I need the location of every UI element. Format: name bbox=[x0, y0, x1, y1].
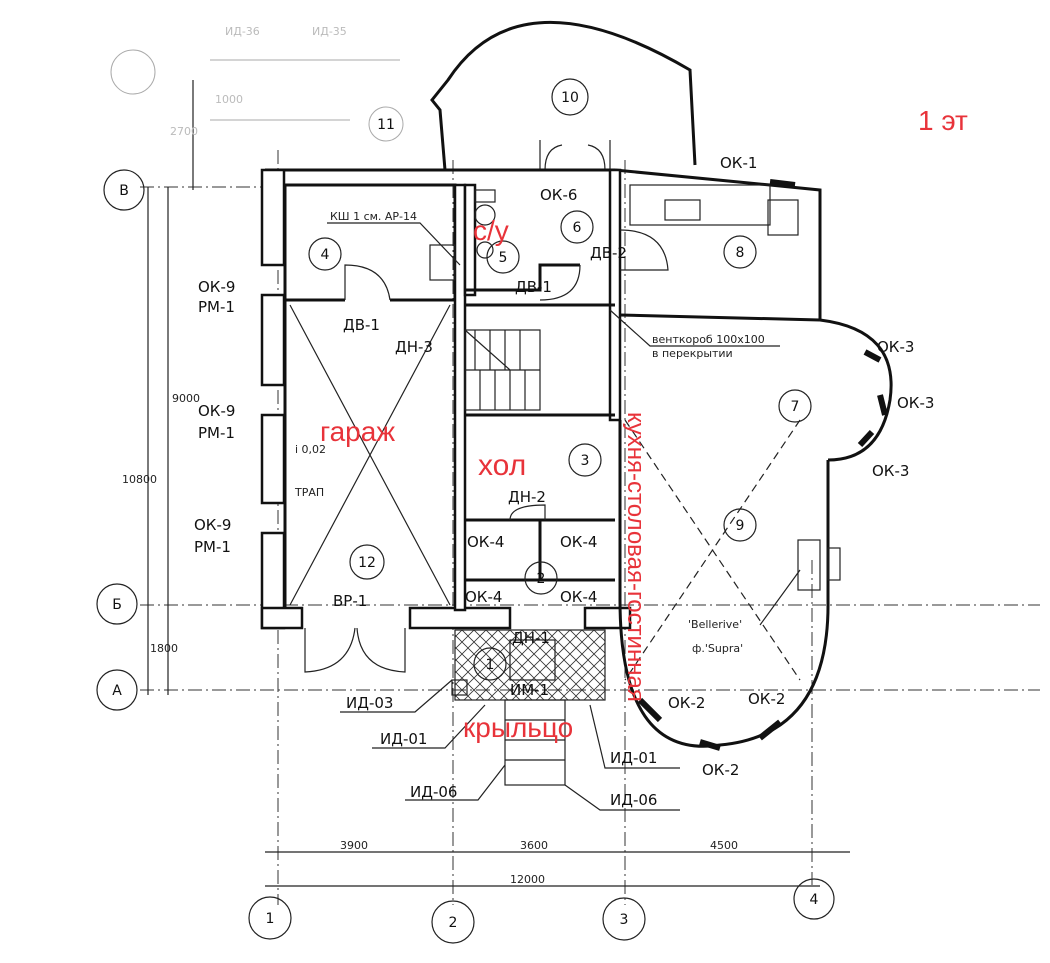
dim-4500: 4500 bbox=[710, 839, 738, 852]
room-3: 3 bbox=[581, 453, 590, 469]
axis-v: В bbox=[119, 183, 129, 199]
top-id-b: ИД-35 bbox=[312, 25, 347, 38]
axis-1: 1 bbox=[266, 911, 275, 927]
dim-9000: 9000 bbox=[172, 392, 200, 405]
dim-10800: 10800 bbox=[122, 473, 157, 486]
label-ok3: ОК-3 bbox=[877, 338, 914, 356]
callout-fireplace-model: 'Bellerive' bbox=[688, 618, 742, 631]
room-4: 4 bbox=[321, 247, 330, 263]
room-10: 10 bbox=[561, 90, 579, 106]
room-name-bathroom: с/у bbox=[473, 215, 509, 246]
axis-a: А bbox=[112, 683, 122, 699]
label-ok3: ОК-3 bbox=[872, 462, 909, 480]
label-dv1: ДВ-1 bbox=[515, 278, 552, 296]
floor-label: 1 эт bbox=[918, 105, 968, 136]
callouts: КШ 1 см. АР-14 венткороб 100х100 в перек… bbox=[294, 210, 801, 811]
callout-id01-right: ИД-01 bbox=[610, 749, 657, 767]
label-ok1: ОК-1 bbox=[720, 154, 757, 172]
opening-labels: ОК-9 РМ-1 ОК-9 РМ-1 ОК-9 РМ-1 ОК-1 ОК-6 … bbox=[194, 154, 934, 779]
dim-3900: 3900 bbox=[340, 839, 368, 852]
label-dv1: ДВ-1 bbox=[343, 316, 380, 334]
walls bbox=[260, 168, 893, 786]
dim-1800: 1800 bbox=[150, 642, 178, 655]
label-rm1: РМ-1 bbox=[194, 538, 231, 556]
callout-slope: i 0,02 bbox=[295, 443, 326, 456]
room-name-porch: крыльцо bbox=[463, 712, 573, 743]
room-name-hall: хол bbox=[478, 449, 526, 482]
label-ok2: ОК-2 bbox=[668, 694, 705, 712]
callout-vent-1: венткороб 100х100 bbox=[652, 333, 765, 346]
callout-id06-left: ИД-06 bbox=[410, 783, 457, 801]
label-vr1: ВР-1 bbox=[333, 592, 367, 610]
callout-id01-left: ИД-01 bbox=[380, 730, 427, 748]
room-6: 6 bbox=[573, 220, 582, 236]
callout-id06-right: ИД-06 bbox=[610, 791, 657, 809]
label-rm1: РМ-1 bbox=[198, 424, 235, 442]
label-dv2: ДВ-2 bbox=[590, 244, 627, 262]
label-ok4: ОК-4 bbox=[467, 533, 504, 551]
label-ok3: ОК-3 bbox=[897, 394, 934, 412]
room-7: 7 bbox=[791, 399, 800, 415]
label-ok9: ОК-9 bbox=[198, 278, 235, 296]
label-ok2: ОК-2 bbox=[702, 761, 739, 779]
top-id-a: ИД-36 bbox=[225, 25, 260, 38]
dim-2700: 2700 bbox=[170, 125, 198, 138]
label-ok4: ОК-4 bbox=[465, 588, 502, 606]
room-1: 1 bbox=[486, 657, 495, 673]
room-8: 8 bbox=[736, 245, 745, 261]
callout-id03: ИД-03 bbox=[346, 694, 393, 712]
label-rm1: РМ-1 bbox=[198, 298, 235, 316]
callout-vent-2: в перекрытии bbox=[652, 347, 733, 360]
label-dn1: ДН-1 bbox=[512, 629, 550, 647]
terrace-outline bbox=[430, 21, 697, 171]
label-ok4: ОК-4 bbox=[560, 533, 597, 551]
room-name-garage: гараж bbox=[320, 416, 395, 447]
room-5: 5 bbox=[499, 250, 508, 266]
label-ok4: ОК-4 bbox=[560, 588, 597, 606]
label-im1: ИМ-1 bbox=[510, 681, 549, 699]
callout-fireplace-brand: ф.'Supra' bbox=[692, 642, 743, 655]
room-2: 2 bbox=[537, 571, 546, 587]
axis-2: 2 bbox=[449, 915, 458, 931]
axis-4: 4 bbox=[810, 892, 819, 908]
label-dn3: ДН-3 bbox=[395, 338, 433, 356]
room-numbers: 1 2 3 4 5 6 7 8 9 10 11 12 bbox=[308, 78, 812, 681]
callout-ksh: КШ 1 см. АР-14 bbox=[330, 210, 417, 223]
callout-trap: ТРАП bbox=[294, 486, 324, 499]
room-name-kitchen-living: кухня-столовая-гостинная bbox=[622, 412, 649, 702]
dim-3600: 3600 bbox=[520, 839, 548, 852]
dim-12000: 12000 bbox=[510, 873, 545, 886]
axis-3: 3 bbox=[620, 912, 629, 928]
axis-bubbles: 1 2 3 4 В Б А bbox=[96, 49, 835, 944]
axis-lines bbox=[140, 150, 1040, 905]
label-ok9: ОК-9 bbox=[194, 516, 231, 534]
axis-b: Б bbox=[112, 597, 122, 613]
room-12: 12 bbox=[358, 555, 376, 571]
label-dn2: ДН-2 bbox=[508, 488, 546, 506]
label-ok2: ОК-2 bbox=[748, 690, 785, 708]
room-11: 11 bbox=[377, 117, 395, 133]
label-ok6: ОК-6 bbox=[540, 186, 577, 204]
label-ok9: ОК-9 bbox=[198, 402, 235, 420]
room-9: 9 bbox=[736, 518, 745, 534]
dim-1000: 1000 bbox=[215, 93, 243, 106]
dimension-lines bbox=[147, 59, 850, 887]
